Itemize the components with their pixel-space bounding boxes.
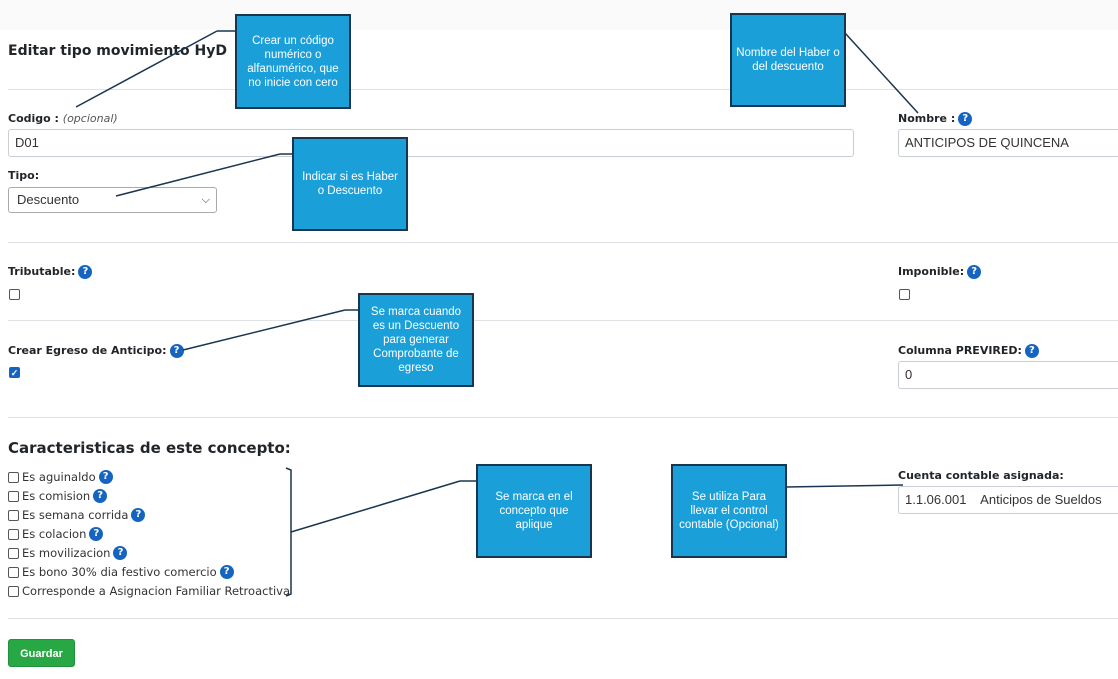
connector-nombre (844, 32, 919, 114)
help-icon[interactable]: ? (89, 527, 104, 541)
connector-codigo (75, 30, 218, 108)
concepto-checkbox[interactable] (8, 471, 19, 483)
chevron-down-icon: ⌵ (201, 194, 210, 206)
previred-input[interactable]: 0 (898, 361, 1118, 389)
divider (8, 320, 1118, 321)
codigo-label: Codigo : (opcional) (8, 112, 118, 125)
codigo-input[interactable]: D01 (8, 129, 854, 157)
concepto-checkbox[interactable] (8, 547, 19, 559)
optional-hint: (opcional) (62, 112, 118, 125)
previred-label: Columna PREVIRED:? (898, 344, 1039, 358)
tipo-select[interactable]: Descuento ⌵ (8, 187, 217, 213)
concepto-item[interactable]: Es bono 30% dia festivo comercio? (8, 565, 234, 579)
help-icon[interactable]: ? (958, 112, 973, 126)
concepto-checkbox[interactable] (8, 490, 19, 502)
help-icon[interactable]: ? (1024, 344, 1039, 358)
bracket-conceptos (285, 467, 292, 597)
crear-egreso-label: Crear Egreso de Anticipo:? (8, 344, 184, 358)
help-icon[interactable]: ? (98, 470, 113, 484)
imponible-label: Imponible:? (898, 265, 982, 279)
divider (8, 242, 1118, 243)
help-icon[interactable]: ? (131, 508, 146, 522)
cuenta-input[interactable]: 1.1.06.001 Anticipos de Sueldos (898, 486, 1118, 514)
connector-tipo (115, 153, 281, 197)
connector-cuenta (785, 484, 904, 488)
concepto-checkbox[interactable] (8, 566, 19, 578)
connector-conceptos (290, 480, 461, 533)
concepto-item[interactable]: Es semana corrida? (8, 508, 146, 522)
concepto-item[interactable]: Es movilizacion? (8, 546, 128, 560)
help-icon[interactable]: ? (219, 565, 234, 579)
concepto-item[interactable]: Corresponde a Asignacion Familiar Retroa… (8, 584, 290, 598)
crear-egreso-checkbox[interactable]: ✓ (9, 367, 20, 378)
nombre-label: Nombre :? (898, 112, 973, 126)
divider (8, 618, 1118, 619)
callout-cuenta: Se utiliza Para llevar el control contab… (671, 464, 787, 558)
help-icon[interactable]: ? (169, 344, 184, 358)
concepto-checkbox[interactable] (8, 585, 19, 597)
callout-egreso: Se marca cuando es un Descuento para gen… (358, 293, 474, 387)
callout-conceptos: Se marca en el concepto que aplique (476, 464, 592, 558)
concepto-item[interactable]: Es colacion? (8, 527, 104, 541)
callout-nombre: Nombre del Haber o del descuento (730, 13, 846, 107)
divider (8, 417, 1118, 418)
callout-tipo: Indicar si es Haber o Descuento (292, 137, 408, 231)
tipo-selected: Descuento (17, 192, 80, 207)
guardar-button[interactable]: Guardar (8, 639, 75, 667)
tributable-checkbox[interactable] (9, 289, 20, 300)
concepto-item[interactable]: Es comision? (8, 489, 108, 503)
help-icon[interactable]: ? (78, 265, 93, 279)
tipo-label: Tipo: (8, 169, 40, 182)
help-icon[interactable]: ? (967, 265, 982, 279)
callout-codigo: Crear un código numérico o alfanumérico,… (235, 14, 351, 109)
nombre-input[interactable]: ANTICIPOS DE QUINCENA (898, 129, 1118, 157)
divider (8, 89, 1118, 90)
help-icon[interactable]: ? (113, 546, 128, 560)
cuenta-label: Cuenta contable asignada: (898, 469, 1064, 482)
conceptos-title: Caracteristicas de este concepto: (8, 439, 291, 457)
connector-egreso (182, 309, 346, 351)
help-icon[interactable]: ? (93, 489, 108, 503)
concepto-item[interactable]: Es aguinaldo? (8, 470, 113, 484)
imponible-checkbox[interactable] (899, 289, 910, 300)
concepto-checkbox[interactable] (8, 528, 19, 540)
tributable-label: Tributable:? (8, 265, 93, 279)
top-band (0, 0, 1118, 30)
concepto-checkbox[interactable] (8, 509, 19, 521)
